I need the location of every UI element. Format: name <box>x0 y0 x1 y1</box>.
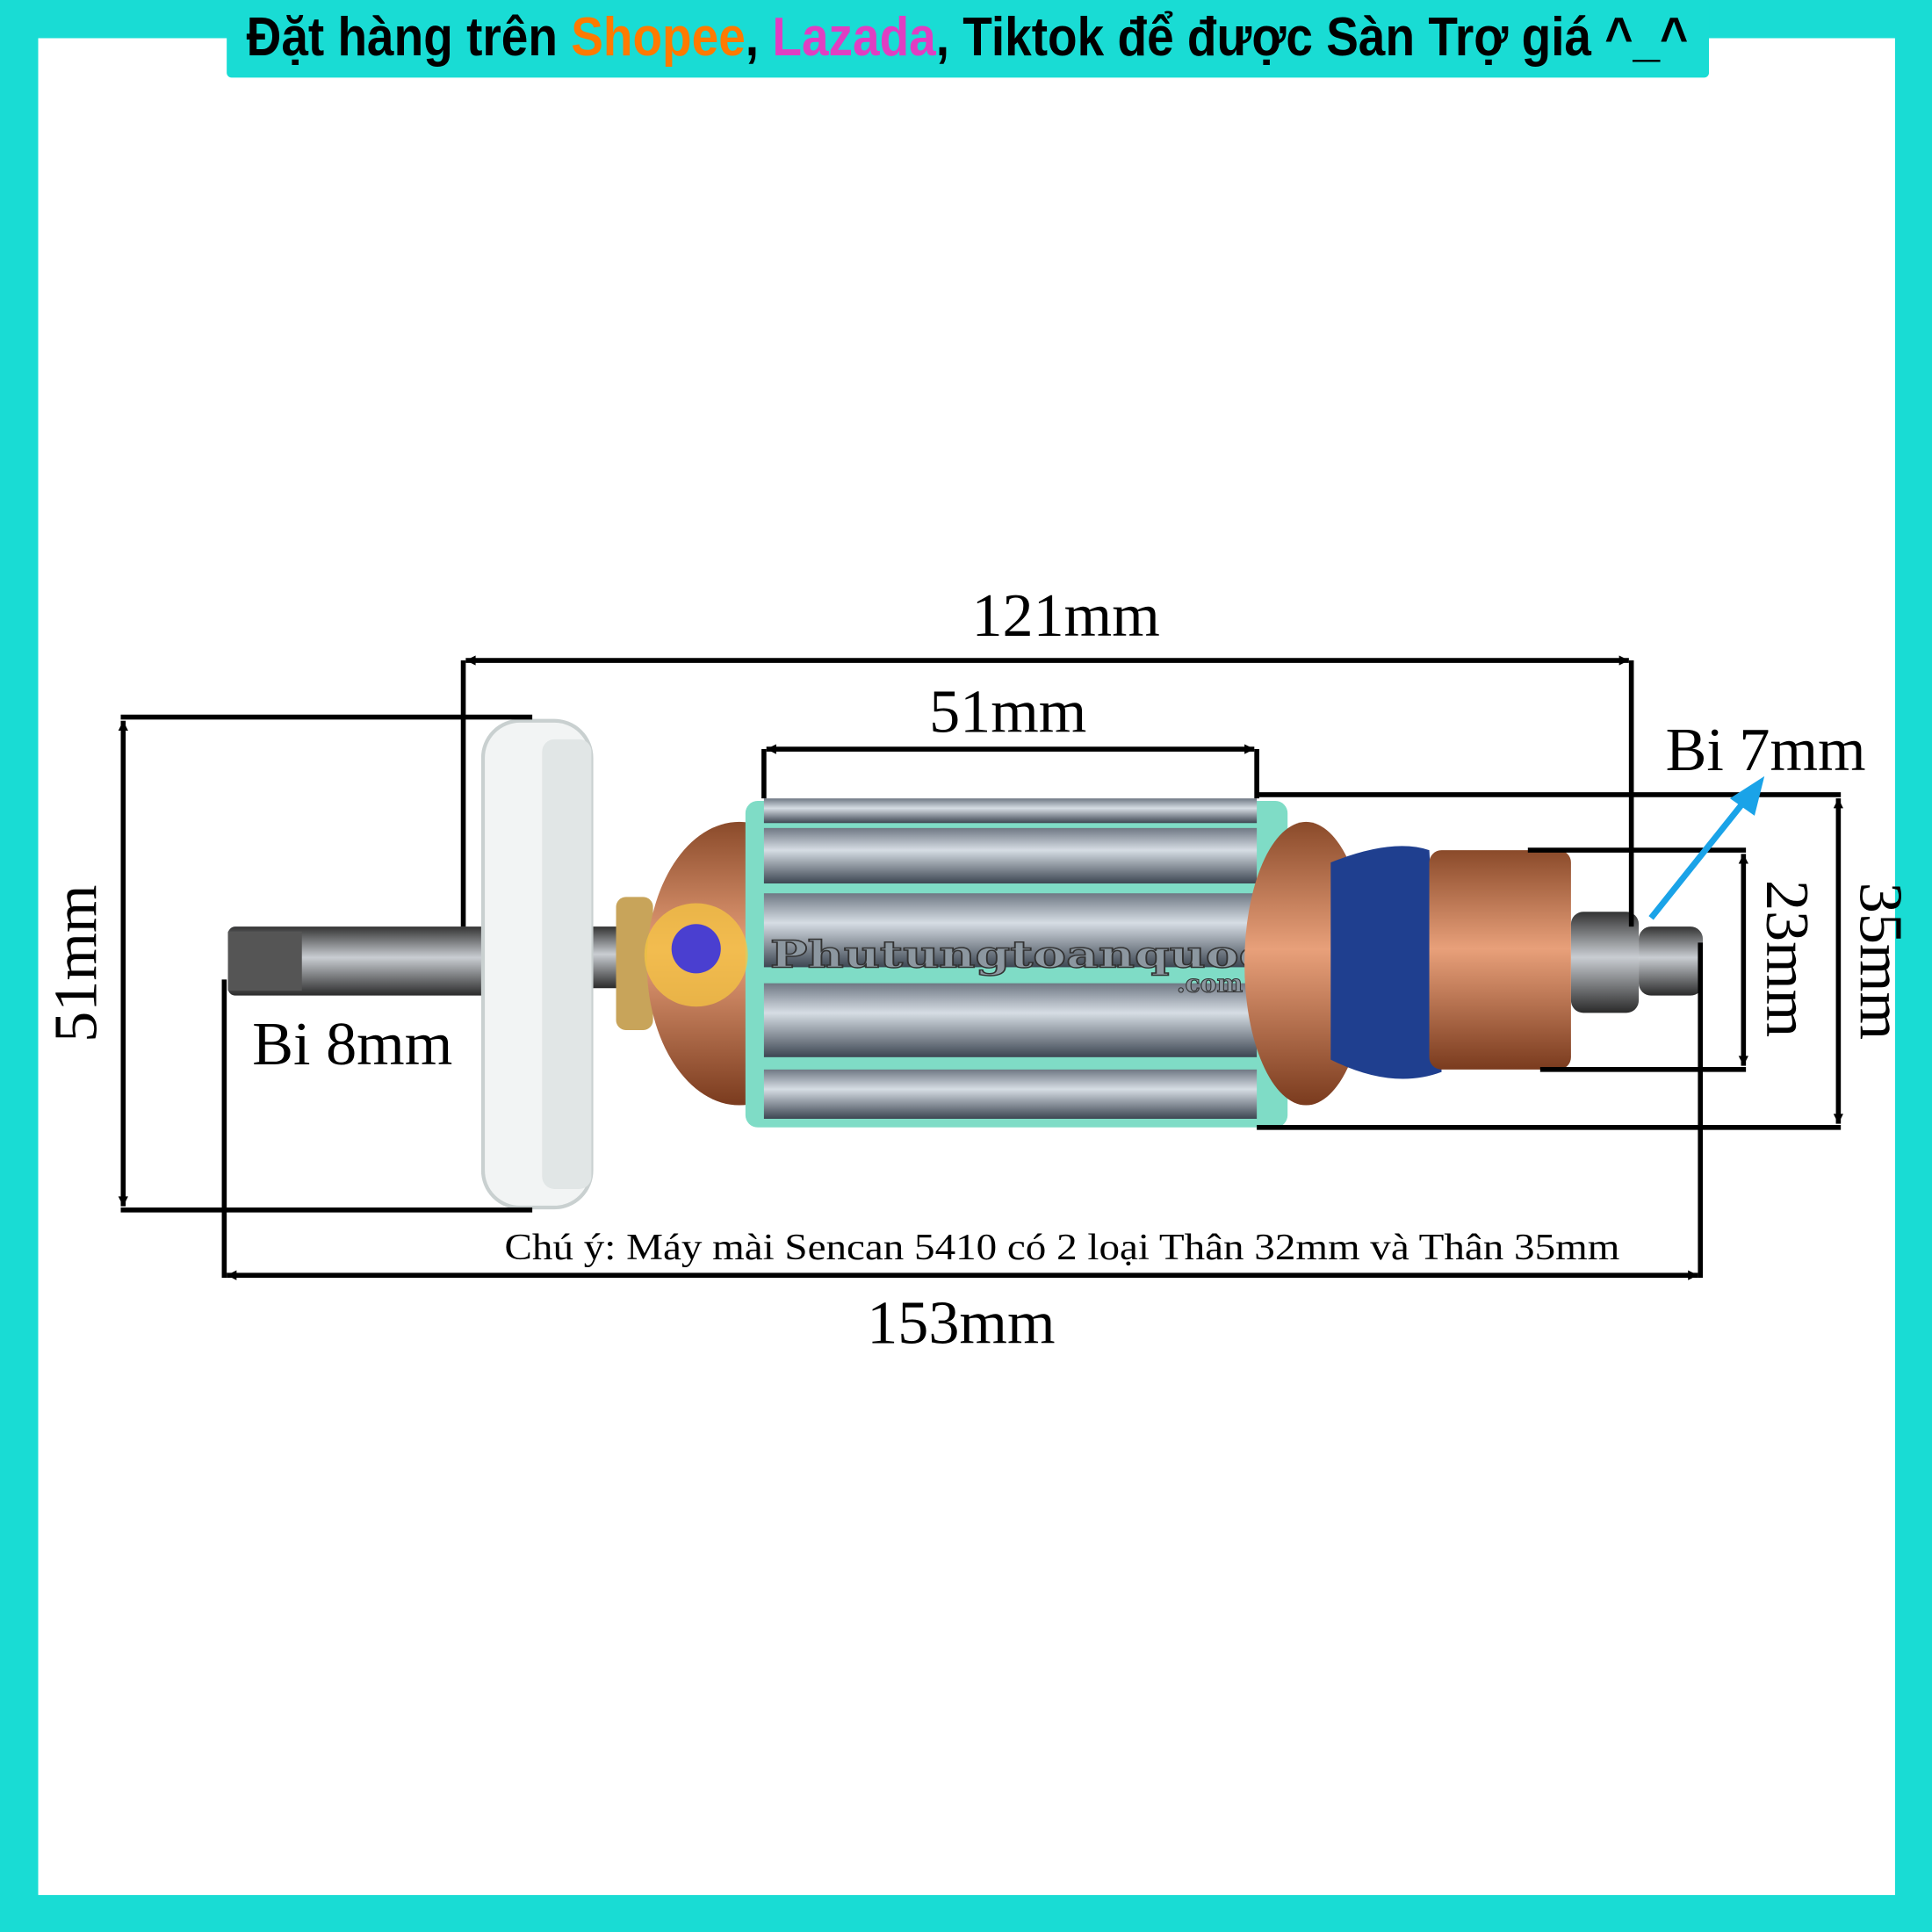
armature-illustration: Phutungtoanquoc .com <box>227 718 1704 1210</box>
lazada-link[interactable]: Lazada <box>772 7 936 68</box>
core-slot <box>763 1069 1258 1119</box>
banner-part2: , Tiktok để được Sàn Trợ giá ^_^ <box>936 7 1688 68</box>
dimension-lines <box>118 655 1843 1280</box>
bearing-pointer-arrow <box>1648 792 1753 920</box>
dim-35mm: 35mm <box>1847 883 1915 1040</box>
commutator-insulator <box>1330 846 1442 1079</box>
core-slot <box>763 827 1258 883</box>
gear-icon <box>671 924 721 974</box>
promo-banner <box>227 0 1710 78</box>
dim-153mm: 153mm <box>867 1288 1055 1357</box>
banner-part1: Đặt hàng trên <box>247 7 572 68</box>
shopee-link[interactable]: Shopee <box>571 7 746 68</box>
arrow-head-icon <box>1729 775 1765 816</box>
dim-fan-51mm: 51mm <box>41 885 110 1042</box>
label-bi-8mm: Bi 8mm <box>252 1010 452 1078</box>
dim-23mm: 23mm <box>1753 880 1821 1037</box>
insulator-washer <box>616 897 653 1030</box>
dim-121mm: 121mm <box>971 581 1159 650</box>
commutator <box>1429 850 1571 1070</box>
right-bearing-seat <box>1570 912 1640 1013</box>
note-text: Chú ý: Máy mài Sencan 5410 có 2 loại Thâ… <box>505 1227 1620 1268</box>
label-bi-7mm: Bi 7mm <box>1666 716 1866 784</box>
core-slot <box>763 798 1258 824</box>
core-slot <box>763 893 1258 968</box>
banner-sep: , <box>746 7 773 68</box>
watermark-domain: .com <box>1177 969 1244 998</box>
dim-core-51mm: 51mm <box>929 677 1086 746</box>
promo-banner-text: Đặt hàng trên Shopee, Lazada, Tiktok để … <box>247 7 1689 68</box>
fan-hub <box>542 739 592 1189</box>
core-slot <box>763 983 1258 1057</box>
right-shaft-tip <box>1639 926 1704 996</box>
thread <box>227 931 302 991</box>
watermark-brand: Phutungtoanquoc <box>770 932 1269 976</box>
